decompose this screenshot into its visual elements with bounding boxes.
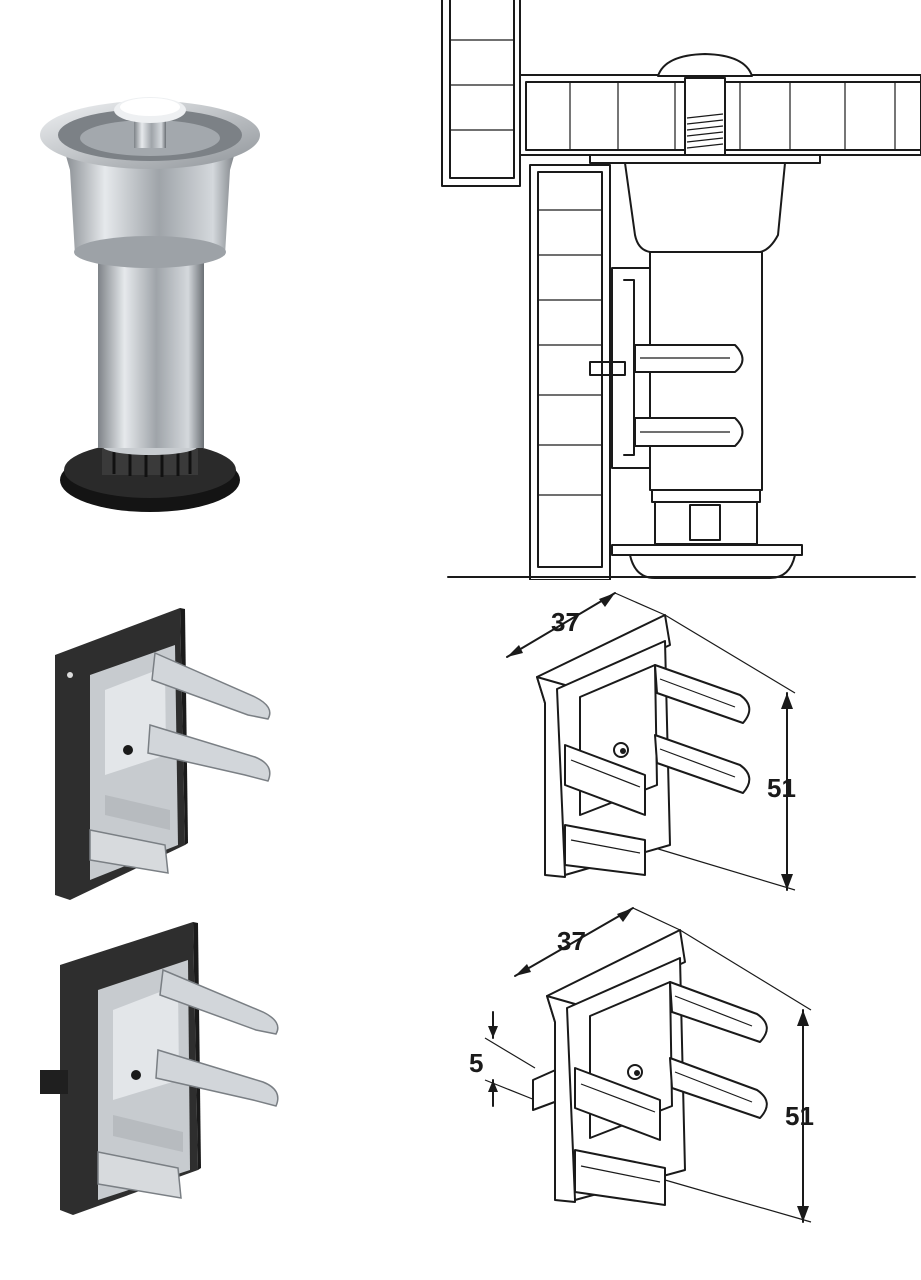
clip-a-width-label: 37 — [551, 607, 580, 637]
plinth-clip-dimension-drawing: 37 51 — [495, 585, 805, 905]
adjustable-cabinet-leg-photo — [30, 80, 270, 540]
cabinet-leg-section-drawing — [440, 0, 921, 580]
plinth-clip-with-spacer-photo — [38, 920, 288, 1220]
clip-b-offset-label: 5 — [469, 1048, 483, 1078]
clip-b-width-label: 37 — [557, 926, 586, 956]
clip-a-height-label: 51 — [767, 773, 796, 803]
plinth-clip-spacer-dimension-drawing: 37 5 51 — [465, 900, 820, 1230]
plinth-clip-photo — [50, 605, 280, 905]
clip-b-height-label: 51 — [785, 1101, 814, 1131]
